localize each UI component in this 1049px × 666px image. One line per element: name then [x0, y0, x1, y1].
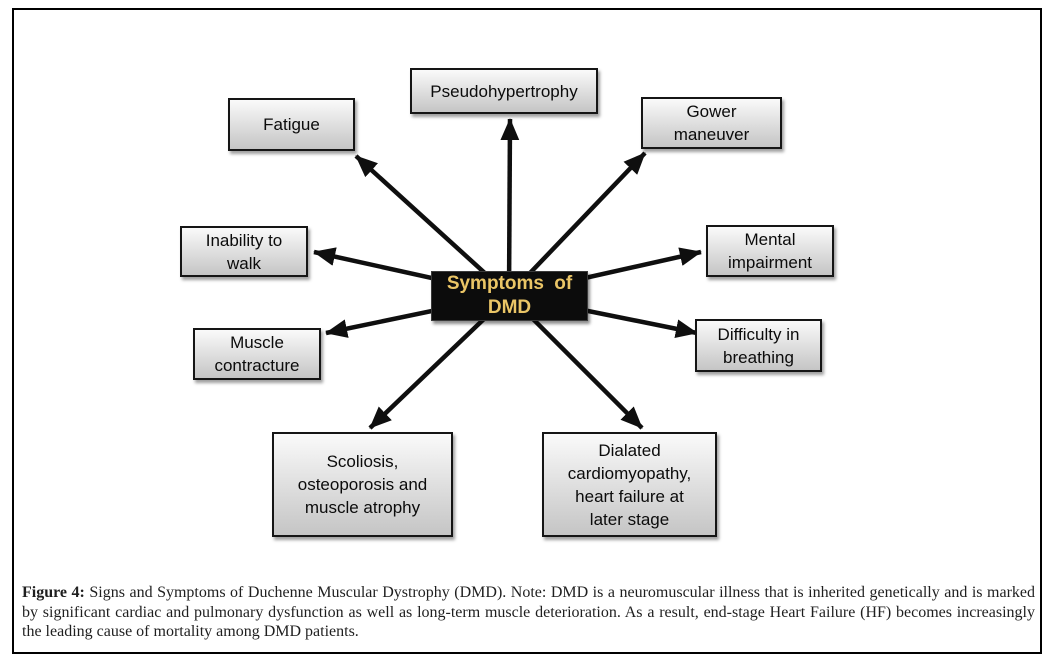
- node-label: Gower maneuver: [673, 102, 750, 144]
- figure-frame: [12, 8, 1042, 654]
- node-pseudohypertrophy: Pseudohypertrophy: [410, 68, 598, 114]
- caption-text: Signs and Symptoms of Duchenne Muscular …: [22, 584, 1036, 640]
- node-label: Dialated cardiomyopathy, heart failure a…: [567, 440, 692, 529]
- arrow-to-pseudohypertrophy: [500, 118, 520, 296]
- node-gower-maneuver: Gower maneuver: [641, 97, 782, 149]
- node-label: Scoliosis, osteoporosis and muscle atrop…: [297, 452, 428, 517]
- node-fatigue: Fatigue: [228, 98, 355, 151]
- node-muscle-contracture: Muscle contracture: [193, 328, 321, 380]
- node-label: Muscle contracture: [214, 333, 300, 375]
- node-label: Pseudohypertrophy: [430, 81, 578, 101]
- node-difficulty-in-breathing: Difficulty in breathing: [695, 319, 822, 372]
- center-label-line2: DMD: [487, 297, 532, 318]
- node-scoliosis-osteoporosis-muscle-atrophy: Scoliosis, osteoporosis and muscle atrop…: [272, 432, 453, 537]
- node-mental-impairment: Mental impairment: [706, 225, 834, 277]
- node-label: Difficulty in breathing: [717, 324, 800, 367]
- caption-figure-label: Figure 4:: [22, 584, 85, 601]
- node-label: Fatigue: [263, 115, 320, 134]
- node-symptoms-of-dmd: Symptoms of DMD: [431, 271, 588, 321]
- node-inability-to-walk: Inability to walk: [180, 226, 308, 277]
- node-label: Mental impairment: [727, 230, 813, 272]
- figure-caption: Figure 4: Signs and Symptoms of Duchenne…: [22, 583, 1035, 642]
- center-label-line1: Symptoms of: [446, 273, 573, 294]
- node-dialated-cardiomyopathy: Dialated cardiomyopathy, heart failure a…: [542, 432, 717, 537]
- node-label: Inability to walk: [205, 230, 283, 273]
